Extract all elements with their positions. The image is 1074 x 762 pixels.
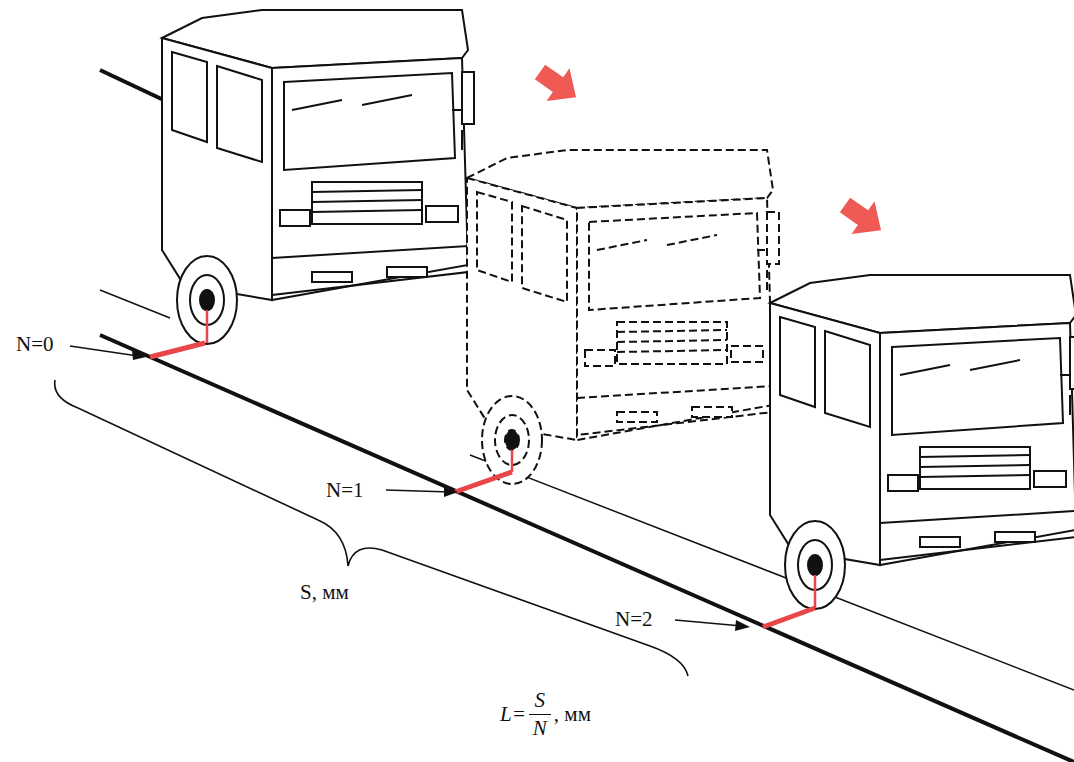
dimension-label: S, мм xyxy=(300,580,349,604)
position-label: N=0 xyxy=(16,332,54,356)
fraction: SN xyxy=(529,688,551,741)
formula-term: L= xyxy=(500,702,526,727)
fraction-bar xyxy=(529,714,551,715)
position-label: N=2 xyxy=(615,607,653,631)
denominator: N xyxy=(533,716,547,741)
numerator: S xyxy=(535,688,546,713)
unit-label: , мм xyxy=(554,702,591,727)
formula: L=SN, мм xyxy=(500,688,591,741)
position-label: N=1 xyxy=(326,478,364,502)
